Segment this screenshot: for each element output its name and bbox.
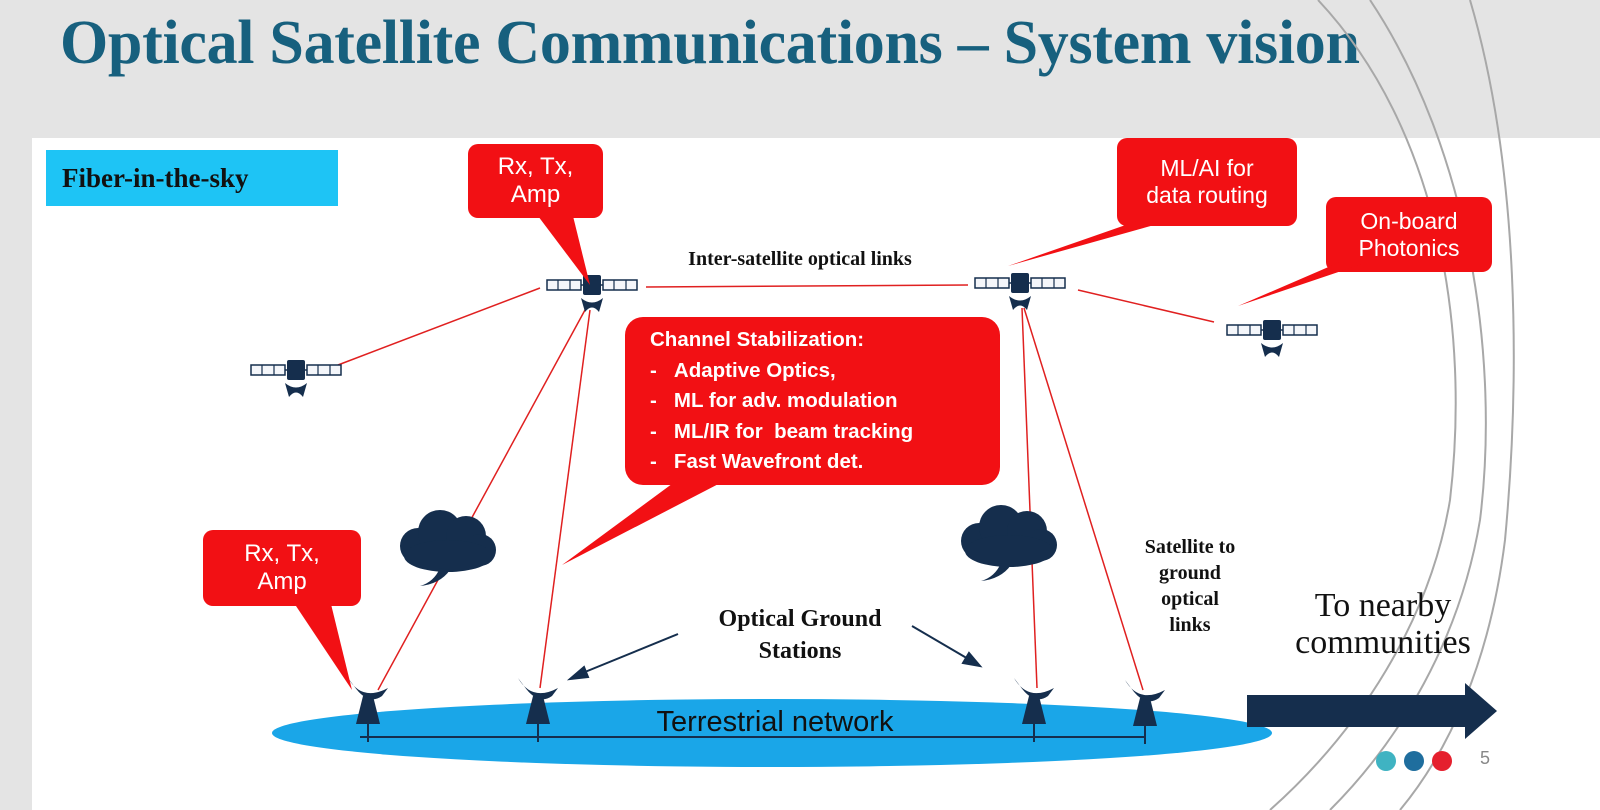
stabilization-heading: Channel Stabilization: [650,328,865,351]
inter-satellite-links-label: Inter-satellite optical links [688,248,912,270]
stabilization-item: - ML/IR for beam tracking [650,419,914,443]
optical-ground-stations-label: Optical Ground Stations [718,606,882,665]
callout-channel-stabilization: Channel Stabilization: - Adaptive Optics… [650,325,995,478]
arrow-right-icon [1247,683,1497,739]
terrestrial-network-label: Terrestrial network [656,706,894,738]
stabilization-item-text: Adaptive Optics, [673,358,836,382]
cloud-icon [961,505,1057,581]
terrestrial-network [272,699,1272,767]
nearby-communities-label: To nearby communities [1295,587,1471,661]
stabilization-item: - ML for adv. modulation [650,389,898,412]
stabilization-item: - Adaptive Optics, [650,358,836,382]
satellite-icon [546,274,638,313]
ground-station-pointers [566,625,983,681]
stabilization-item-text: ML/IR for beam tracking [673,419,914,443]
slide-dot [1376,751,1396,771]
callout-onboard-photonics: On-board Photonics [1358,207,1460,261]
satellite-icon [1226,319,1318,358]
fiber-in-the-sky-tag: Fiber-in-the-sky [46,150,338,206]
satellite-icon [974,272,1066,311]
slide-dot [1404,751,1424,771]
page-number: 5 [1480,748,1491,768]
slide-title: Optical Satellite Communications – Syste… [60,9,1360,77]
decorative-arcs [1269,0,1515,810]
callout-shapes [203,138,1492,690]
callout-ml-ai-routing: ML/AI for data routing [1146,155,1268,208]
satellite-icon [250,359,342,398]
stabilization-item-text: ML for adv. modulation [673,389,898,412]
stabilization-item: - Fast Wavefront det. [650,450,864,473]
cloud-icon [400,510,496,586]
slide-dot [1432,751,1452,771]
optical-links [337,284,1215,691]
stabilization-item-text: Fast Wavefront det. [673,450,864,473]
callout-satellite-rx-tx-amp: Rx, Tx, Amp [497,152,574,208]
satellite-to-ground-label: Satellite to ground optical links [1144,536,1236,636]
callout-ground-rx-tx-amp: Rx, Tx, Amp [244,539,320,595]
